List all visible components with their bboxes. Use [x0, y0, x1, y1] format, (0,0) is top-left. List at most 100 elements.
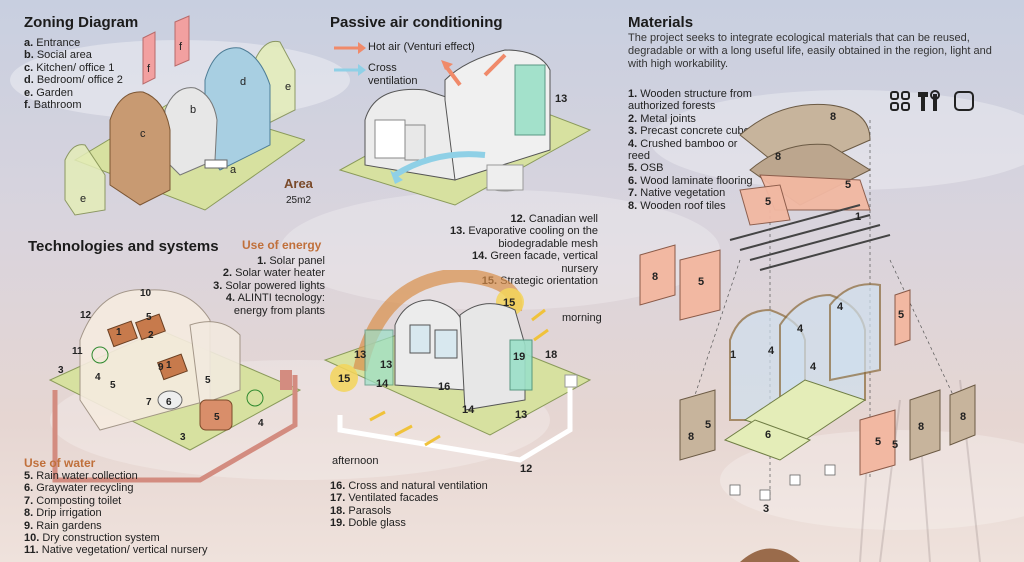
zone-label-c: c	[140, 128, 146, 140]
legend-item-b: b. Social area	[24, 49, 92, 62]
passive-list: 12. Canadian well 13. Evaporative coolin…	[448, 213, 598, 287]
grid-icon	[890, 91, 910, 111]
water-item: 5. Rain water collection	[24, 470, 138, 482]
orient-num: 14	[462, 404, 475, 416]
tech-num: 5	[205, 375, 211, 386]
passive-diagram: 13	[338, 49, 592, 206]
tech-num: 12	[80, 310, 92, 321]
energy-title: Use of energy	[242, 238, 322, 252]
tech-num: 4	[95, 372, 101, 383]
material-num: 1	[730, 349, 736, 361]
material-item: 3. Precast concrete cubes	[628, 125, 756, 138]
tech-num: 4	[258, 418, 264, 429]
zone-label-e-right: e	[285, 81, 291, 93]
tech-num: 11	[72, 346, 83, 357]
afternoon-label: afternoon	[332, 455, 379, 467]
orientation-diagram: 13 15 13 14 16 14 13 19 18 12 15	[323, 270, 592, 475]
orient-num: 12	[520, 463, 532, 475]
arrow-legend	[334, 42, 366, 76]
energy-item: 3. Solar powered lights	[213, 279, 325, 292]
material-num: 5	[898, 309, 904, 321]
tech-num: 7	[146, 397, 152, 408]
tech-num: 6	[166, 397, 172, 408]
water-item: 8. Drip irrigation	[24, 507, 102, 520]
orient-num: 13	[515, 409, 527, 421]
zone-label-a: a	[230, 164, 237, 176]
material-item: 4. Crushed bamboo or reed	[628, 137, 738, 163]
water-item: 10. Dry construction system	[24, 532, 160, 545]
tech-num: 9	[158, 362, 164, 373]
orient-num: 18	[545, 349, 557, 361]
materials-list: 1. Wooden structure from authorized fore…	[628, 88, 758, 212]
materials-title: Materials	[628, 14, 694, 31]
tools-icon	[918, 90, 940, 111]
passive-item: 18. Parasols	[330, 504, 392, 517]
material-num: 5	[765, 196, 771, 208]
water-title: Use of water	[24, 456, 96, 470]
material-item: 8. Wooden roof tiles	[628, 199, 726, 212]
tech-diagram: 10 12 5 1 2 11 3 4 5 9 1 7 6 5 5 4 3	[48, 288, 302, 483]
material-item: 6. Wood laminate flooring	[628, 174, 753, 187]
material-num: 8	[830, 111, 836, 123]
materials-intro: The project seeks to integrate ecologica…	[628, 32, 992, 70]
water-item: 7. Composting toilet	[24, 494, 122, 507]
material-num: 1	[855, 211, 861, 223]
tech-num: 3	[58, 365, 64, 376]
tech-num: 5	[214, 412, 220, 423]
legend-item-a: a. Entrance	[24, 37, 81, 49]
material-num: 4	[837, 301, 844, 313]
tech-num: 1	[166, 360, 172, 371]
passive-item: 19. Doble glass	[330, 517, 406, 530]
zone-label-f2: f	[179, 41, 183, 53]
square-icon	[954, 91, 974, 111]
tech-num: 5	[110, 380, 116, 391]
material-num: 8	[688, 431, 694, 443]
material-num: 5	[845, 179, 851, 191]
material-num: 4	[810, 361, 817, 373]
legend-item-c: c. Kitchen/ office 1	[24, 61, 115, 74]
material-item: 2. Metal joints	[628, 112, 696, 125]
water-item: 11. Native vegetation/ vertical nursery	[24, 544, 208, 557]
morning-label: morning	[562, 312, 602, 324]
material-num: 5	[698, 276, 704, 288]
zone-label-d: d	[240, 76, 246, 88]
water-list: 5. Rain water collection 6. Graywater re…	[24, 470, 254, 557]
zone-label-e-left: e	[80, 193, 86, 205]
energy-item: 2. Solar water heater	[222, 267, 325, 280]
material-num: 5	[705, 419, 711, 431]
energy-list: 1. Solar panel 2. Solar water heater 3. …	[200, 255, 325, 317]
hot-air-arrow-icon	[358, 42, 366, 54]
material-num: 8	[652, 271, 658, 283]
material-num: 5	[892, 439, 898, 451]
passive-item: 17. Ventilated facades	[330, 492, 439, 505]
cross-vent-arrow-icon	[358, 64, 366, 76]
legend-item-e: e. Garden	[24, 86, 73, 99]
tech-num: 10	[140, 288, 152, 299]
tech-num: 3	[180, 432, 186, 443]
zone-label-f1: f	[147, 63, 151, 75]
material-num: 4	[797, 323, 804, 335]
legend-item-f: f. Bathroom	[24, 99, 82, 112]
energy-item: 1. Solar panel	[257, 255, 325, 267]
water-item: 9. Rain gardens	[24, 519, 102, 532]
material-num: 8	[775, 151, 781, 163]
hot-air-label: Hot air (Venturi effect)	[368, 41, 475, 53]
orient-num: 19	[513, 351, 525, 363]
material-item: 7. Native vegetation	[628, 187, 726, 200]
tech-num: 1	[116, 327, 122, 338]
zone-label-b: b	[190, 104, 196, 116]
material-icons	[889, 90, 975, 112]
tech-num: 2	[148, 330, 154, 341]
passive-item: 13. Evaporative cooling on the biodegrad…	[449, 225, 598, 250]
material-num: 6	[765, 429, 771, 441]
legend-item-d: d. Bedroom/ office 2	[24, 74, 123, 87]
passive-list-2: 16. Cross and natural ventilation 17. Ve…	[330, 480, 530, 530]
zoning-diagram: a b c d e e f f	[64, 15, 305, 216]
orient-num: 13	[354, 349, 366, 361]
water-item: 6. Graywater recycling	[24, 482, 134, 495]
energy-item: 4. ALINTI tecnology: energy from plants	[225, 292, 325, 317]
passive-num-13: 13	[555, 93, 567, 105]
materials-exploded-diagram: 8 8 5 5 1 8 5 4 4 4 5 1 4 5 5 8 8 6 5 8 …	[639, 103, 976, 515]
passive-item: 12. Canadian well	[510, 213, 598, 225]
orient-num: 13	[380, 359, 392, 371]
